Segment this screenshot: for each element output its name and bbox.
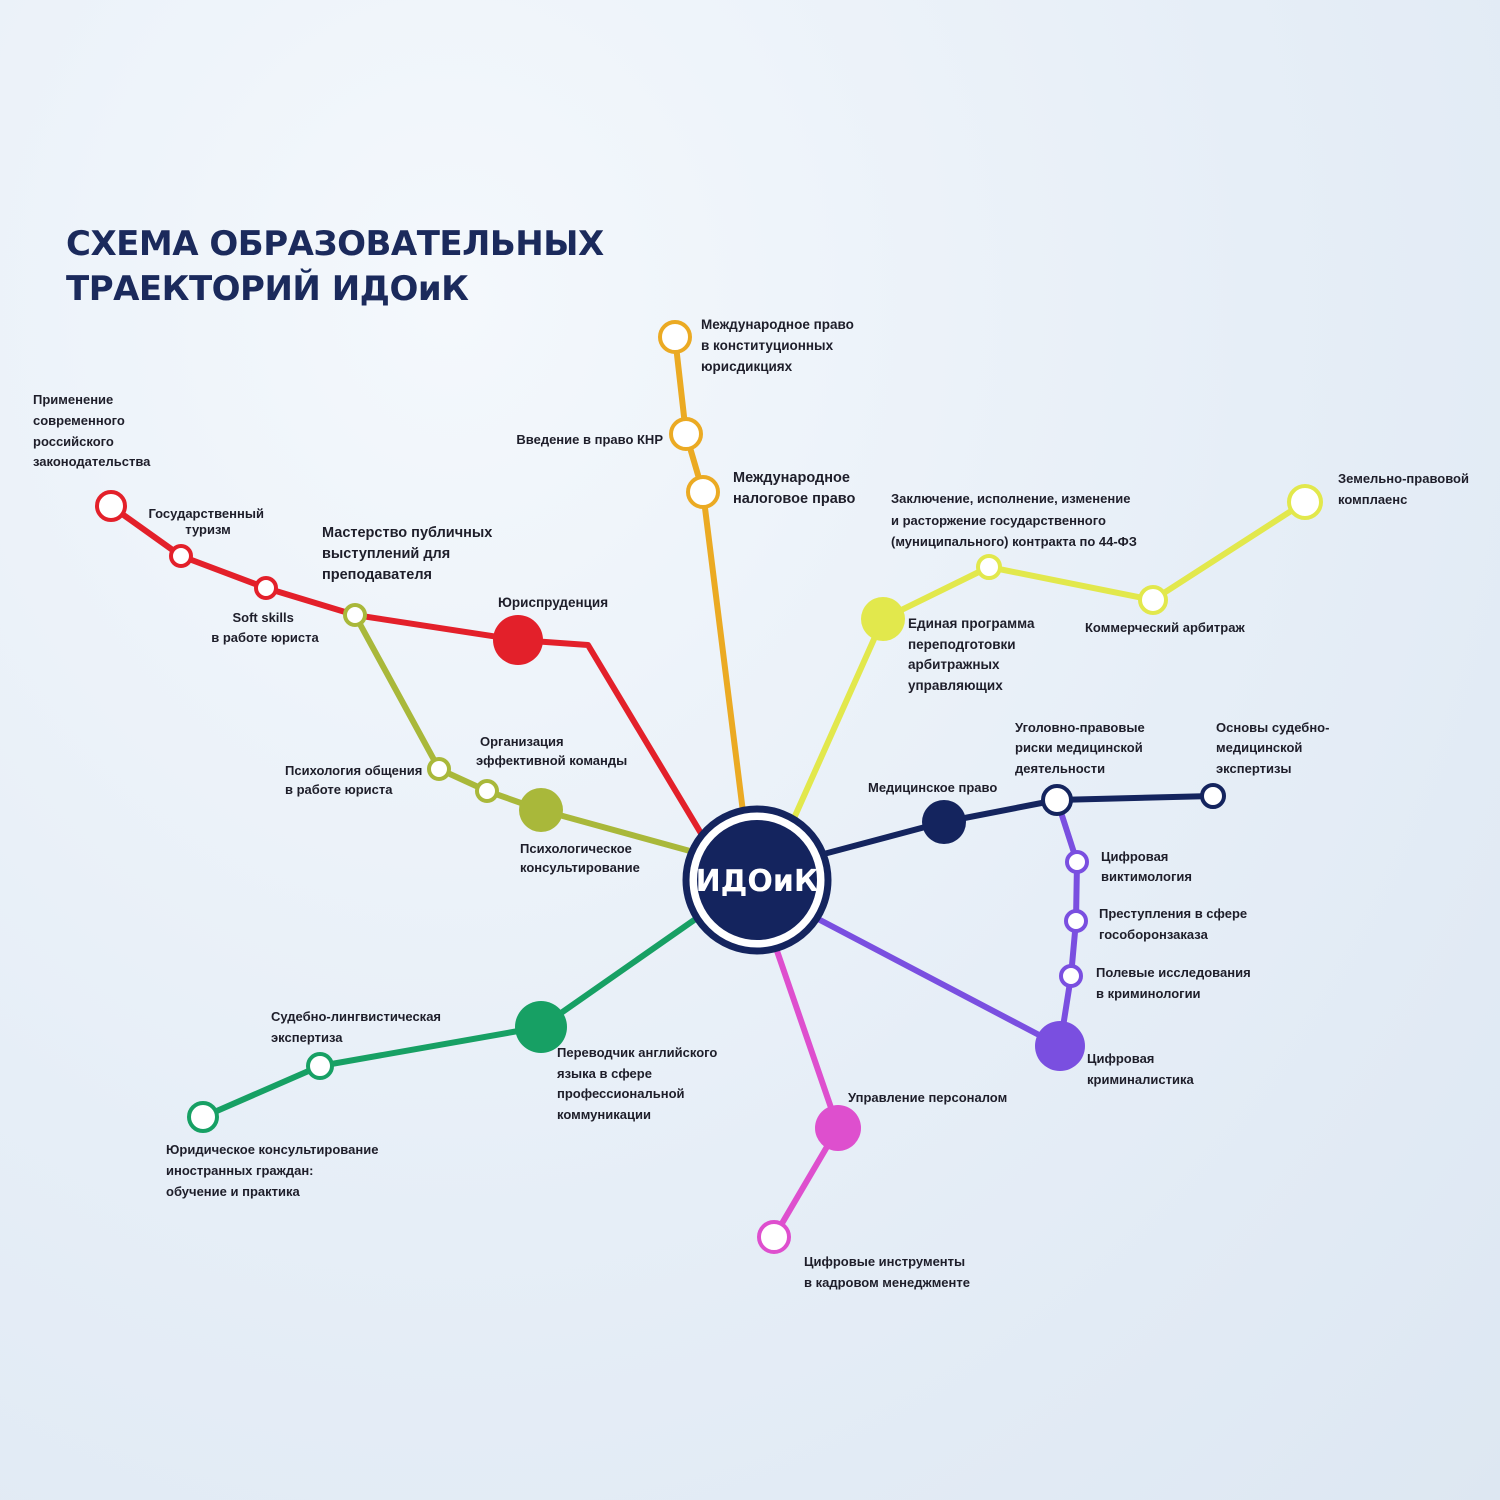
station-medical-criminal-risks[interactable] <box>1041 784 1073 816</box>
page-title: СХЕМА ОБРАЗОВАТЕЛЬНЫХ ТРАЕКТОРИЙ ИДОиК <box>66 222 604 312</box>
label-44fz-contract: Заключение, исполнение, изменение и раст… <box>891 491 1137 549</box>
center-hub[interactable]: ИДОиК <box>682 805 832 955</box>
center-hub-label: ИДОиК <box>696 864 819 899</box>
label-intl-constitutional: Международное право в конституционных юр… <box>701 317 858 374</box>
hub-jurisprudence[interactable] <box>493 615 543 665</box>
label-arbitration-managers: Единая программа переподготовки арбитраж… <box>908 616 1038 693</box>
station-state-tourism[interactable] <box>169 544 193 568</box>
label-china-law: Введение в право КНР <box>516 432 663 447</box>
label-foreign-citizens-consulting: Юридическое консультирование иностранных… <box>166 1142 382 1199</box>
route-green <box>200 915 700 1120</box>
station-defense-order-crimes[interactable] <box>1064 909 1088 933</box>
hub-english-translator[interactable] <box>515 1001 567 1053</box>
station-applied-law[interactable] <box>95 490 127 522</box>
station-field-criminology[interactable] <box>1059 964 1083 988</box>
station-medical-expertise[interactable] <box>1200 783 1226 809</box>
station-soft-skills[interactable] <box>254 576 278 600</box>
label-jurisprudence: Юриспруденция <box>498 595 608 610</box>
station-land-compliance[interactable] <box>1287 484 1323 520</box>
station-digital-victimology[interactable] <box>1065 850 1089 874</box>
label-medical-law: Медицинское право <box>868 780 997 795</box>
hub-psych-counseling[interactable] <box>519 788 563 832</box>
station-intl-constitutional[interactable] <box>658 320 692 354</box>
label-psychology-communication: Психология общения в работе юриста <box>285 763 426 797</box>
label-state-tourism: Государственный туризм <box>148 506 267 537</box>
station-hr-digital-tools[interactable] <box>757 1220 791 1254</box>
route-navy <box>817 793 1216 858</box>
label-medical-expertise: Основы судебно- медицинской экспертизы <box>1216 720 1333 776</box>
label-english-translator: Переводчик английского языка в сфере про… <box>557 1045 721 1122</box>
title-line-1: СХЕМА ОБРАЗОВАТЕЛЬНЫХ <box>66 224 604 264</box>
label-intl-tax: Международное налоговое право <box>733 470 855 507</box>
center-hub-core <box>697 820 817 940</box>
label-digital-victimology: Цифровая виктимология <box>1101 849 1192 884</box>
title-line-2: ТРАЕКТОРИЙ ИДОиК <box>66 269 469 309</box>
station-intl-tax[interactable] <box>686 475 720 509</box>
station-commercial-arbitration[interactable] <box>1138 585 1168 615</box>
station-psychology-communication[interactable] <box>427 757 451 781</box>
station-team-organization[interactable] <box>475 779 499 803</box>
label-soft-skills: Soft skills в работе юриста <box>211 610 319 645</box>
label-psych-counseling: Психологическое консультирование <box>520 841 640 875</box>
label-team-organization: Организация эффективной команды <box>476 734 627 768</box>
hub-hr-management[interactable] <box>815 1105 861 1151</box>
station-forensic-linguistics[interactable] <box>306 1052 334 1080</box>
label-commercial-arbitration: Коммерческий арбитраж <box>1085 620 1245 635</box>
route-orange <box>672 334 746 815</box>
label-public-speaking: Мастерство публичных выступлений для пре… <box>322 525 496 583</box>
station-44fz-contract[interactable] <box>976 554 1002 580</box>
route-magenta <box>771 945 841 1240</box>
label-defense-order-crimes: Преступления в сфере гособоронзаказа <box>1099 906 1251 942</box>
hub-medical-law[interactable] <box>922 800 966 844</box>
label-forensic-linguistics: Судебно-лингвистическая экспертиза <box>271 1009 445 1045</box>
label-medical-criminal-risks: Уголовно-правовые риски медицинской деят… <box>1015 720 1148 776</box>
label-land-compliance: Земельно-правовой комплаенс <box>1338 471 1473 507</box>
hub-digital-forensics[interactable] <box>1035 1021 1085 1071</box>
label-applied-law: Применение современного российского зако… <box>33 392 151 469</box>
label-field-criminology: Полевые исследования в криминологии <box>1096 965 1254 1001</box>
station-china-law[interactable] <box>669 417 703 451</box>
label-hr-management: Управление персоналом <box>848 1090 1007 1105</box>
hub-arbitration-managers[interactable] <box>861 597 905 641</box>
station-foreign-citizens-consulting[interactable] <box>187 1101 219 1133</box>
label-hr-digital-tools: Цифровые инструменты в кадровом менеджме… <box>804 1254 970 1290</box>
label-digital-forensics: Цифровая криминалистика <box>1087 1051 1194 1087</box>
station-public-speaking[interactable] <box>343 603 367 627</box>
